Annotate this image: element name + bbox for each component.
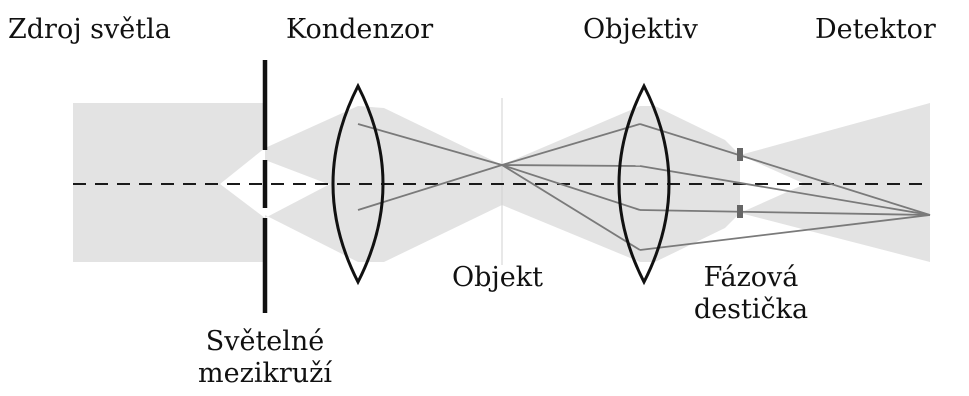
ray <box>357 123 503 166</box>
ray <box>501 164 641 211</box>
objective-lens <box>617 82 671 286</box>
label-light-annulus: Světelné mezikruží <box>195 326 335 390</box>
condenser-cone-upper <box>265 106 502 184</box>
phase-plate-mark-lower <box>737 205 743 218</box>
ray <box>639 209 931 216</box>
phase-plate <box>737 148 743 218</box>
ray <box>501 164 641 251</box>
label-phase-plate-line2: destička <box>693 294 809 325</box>
label-phase-plate-line1: Fázová <box>703 262 799 293</box>
source-cone-lower <box>73 184 265 262</box>
object-cone <box>502 106 740 262</box>
label-light-annulus-line2: mezikruží <box>198 358 332 389</box>
image-cone-upper <box>740 103 930 184</box>
label-objective: Objektiv <box>583 14 698 45</box>
ray <box>639 123 931 216</box>
ray <box>501 164 641 167</box>
ray <box>639 214 931 251</box>
label-object: Objekt <box>452 262 543 293</box>
source-cone-upper <box>73 103 265 184</box>
label-light-source: Zdroj světla <box>8 14 171 45</box>
label-condenser: Kondenzor <box>286 14 434 45</box>
condenser-cone-lower <box>265 184 502 262</box>
image-cone-lower <box>740 184 930 262</box>
ray <box>639 165 931 216</box>
ray <box>501 123 641 166</box>
label-detector: Detektor <box>815 14 936 45</box>
condenser-lens <box>331 82 385 286</box>
label-phase-plate: Fázová destička <box>676 262 826 326</box>
label-light-annulus-line1: Světelné <box>205 326 325 357</box>
phase-plate-mark-upper <box>737 148 743 161</box>
illumination-cones <box>73 103 930 262</box>
